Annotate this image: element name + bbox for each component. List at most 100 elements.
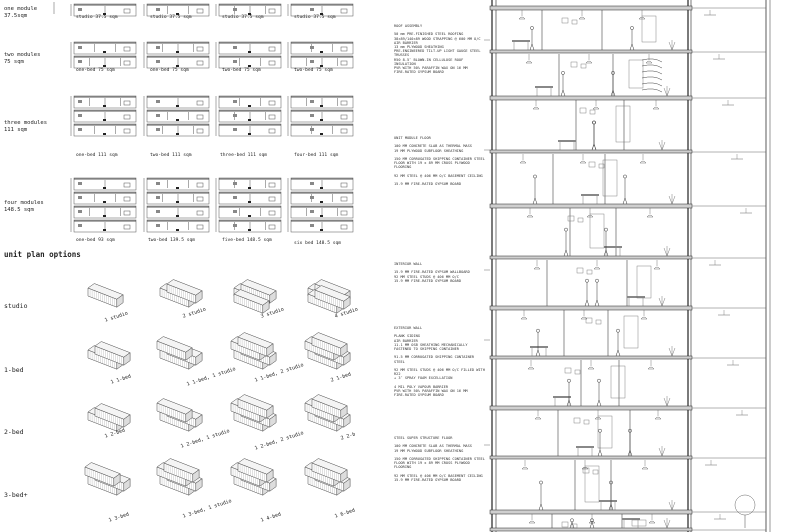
plan-column (176, 229, 179, 231)
plan-fixture (233, 224, 237, 227)
person-icon (603, 249, 607, 257)
plan-module (146, 109, 210, 123)
floor-slab (489, 355, 693, 360)
plant-icon (663, 518, 671, 529)
lamp-icon (519, 160, 527, 164)
person-icon (597, 378, 601, 383)
lamp-icon (520, 316, 528, 320)
plant-icon (668, 346, 676, 357)
shelf (602, 159, 618, 197)
plan-fixture (310, 182, 314, 185)
plan-module (290, 95, 354, 109)
plan-fixture (156, 60, 160, 63)
plan-caption: four-bed 111 sqm (294, 153, 339, 158)
lamp-icon (592, 106, 600, 110)
container-end (195, 352, 203, 366)
person-icon (593, 143, 597, 151)
plan-module (73, 205, 137, 219)
shelf (584, 465, 600, 503)
shelf (631, 519, 647, 527)
table (535, 86, 553, 88)
plan-fixture (233, 182, 237, 185)
plan-column (248, 105, 251, 107)
plan-fixture (340, 8, 348, 14)
assembly-note: ROOF ASSEMBLY 50 mm PRE-FINISHED STEEL R… (394, 24, 481, 75)
plan-fixture (78, 100, 82, 103)
iso-row-label: 2-bed (4, 428, 24, 436)
plan-column (103, 51, 106, 53)
container-end (343, 296, 351, 310)
table (558, 140, 576, 142)
plan-fixture (156, 8, 160, 11)
table (512, 40, 530, 42)
plan-column (320, 215, 323, 217)
plan-caption: studio 37.5 sqm (76, 15, 118, 20)
plan-fixture (196, 8, 204, 14)
plan-caption: two-bed 111 sqm (150, 153, 192, 158)
person-icon (610, 89, 614, 97)
plan-column (103, 13, 106, 15)
lamp-icon (645, 60, 653, 64)
container-end (343, 352, 351, 366)
person-icon (627, 449, 631, 457)
plan-fixture (196, 128, 204, 134)
plan-fixture (268, 182, 276, 188)
assembly-note: UNIT MODULE FLOOR 100 MM CONCRETE SLAB A… (394, 136, 485, 187)
container-end (266, 343, 274, 357)
table (622, 518, 640, 520)
shelf (628, 59, 644, 89)
plan-column (103, 229, 106, 231)
plan-module (218, 55, 282, 69)
picture-frame (592, 469, 599, 475)
plan-caption: one-bed 75 sqm (150, 68, 189, 73)
lamp-icon (579, 160, 587, 164)
plan-column (103, 201, 106, 203)
plan-fixture (78, 8, 82, 11)
picture-frame (567, 215, 575, 222)
plan-module (73, 41, 137, 55)
floor-slab (489, 255, 693, 260)
picture-frame (582, 467, 590, 474)
plan-module (218, 123, 282, 137)
person-icon (594, 299, 598, 307)
lamp-icon (646, 214, 654, 218)
plan-caption: one-bed 93 sqm (76, 238, 115, 243)
person-icon (538, 503, 542, 511)
plan-module (146, 95, 210, 109)
plan-fixture (196, 182, 204, 188)
plan-column (176, 119, 179, 121)
picture-frame (583, 419, 590, 425)
floor-slab (489, 455, 693, 460)
plan-fixture (123, 182, 131, 188)
person-icon (608, 503, 612, 511)
container-end (185, 409, 193, 423)
person-icon (615, 349, 619, 357)
plan-caption: one-bed 75 sqm (76, 68, 115, 73)
plan-fixture (340, 196, 348, 202)
lamp-icon (578, 16, 586, 20)
plan-column (176, 105, 179, 107)
picture-frame (588, 161, 596, 168)
person-icon (605, 249, 609, 257)
plan-fixture (233, 210, 237, 213)
plan-module (73, 109, 137, 123)
plan-fixture (310, 60, 314, 63)
container-end (269, 290, 277, 304)
person-icon (532, 197, 536, 205)
floor-slab (489, 149, 693, 154)
plan-column (103, 187, 106, 189)
plan-fixture (156, 210, 160, 213)
group-label: three modules 111 sqm (4, 120, 48, 133)
plan-fixture (196, 224, 204, 230)
plan-column (248, 133, 251, 135)
picture-frame (580, 63, 587, 69)
container-end (266, 405, 274, 419)
container-end (185, 347, 193, 361)
group-label: two modules 75 sqm (4, 52, 41, 65)
plan-fixture (156, 100, 160, 103)
plan-fixture (310, 210, 314, 213)
plan-fixture (123, 100, 131, 106)
plan-fixture (123, 224, 131, 230)
person-icon (584, 299, 588, 307)
plan-fixture (196, 46, 204, 52)
